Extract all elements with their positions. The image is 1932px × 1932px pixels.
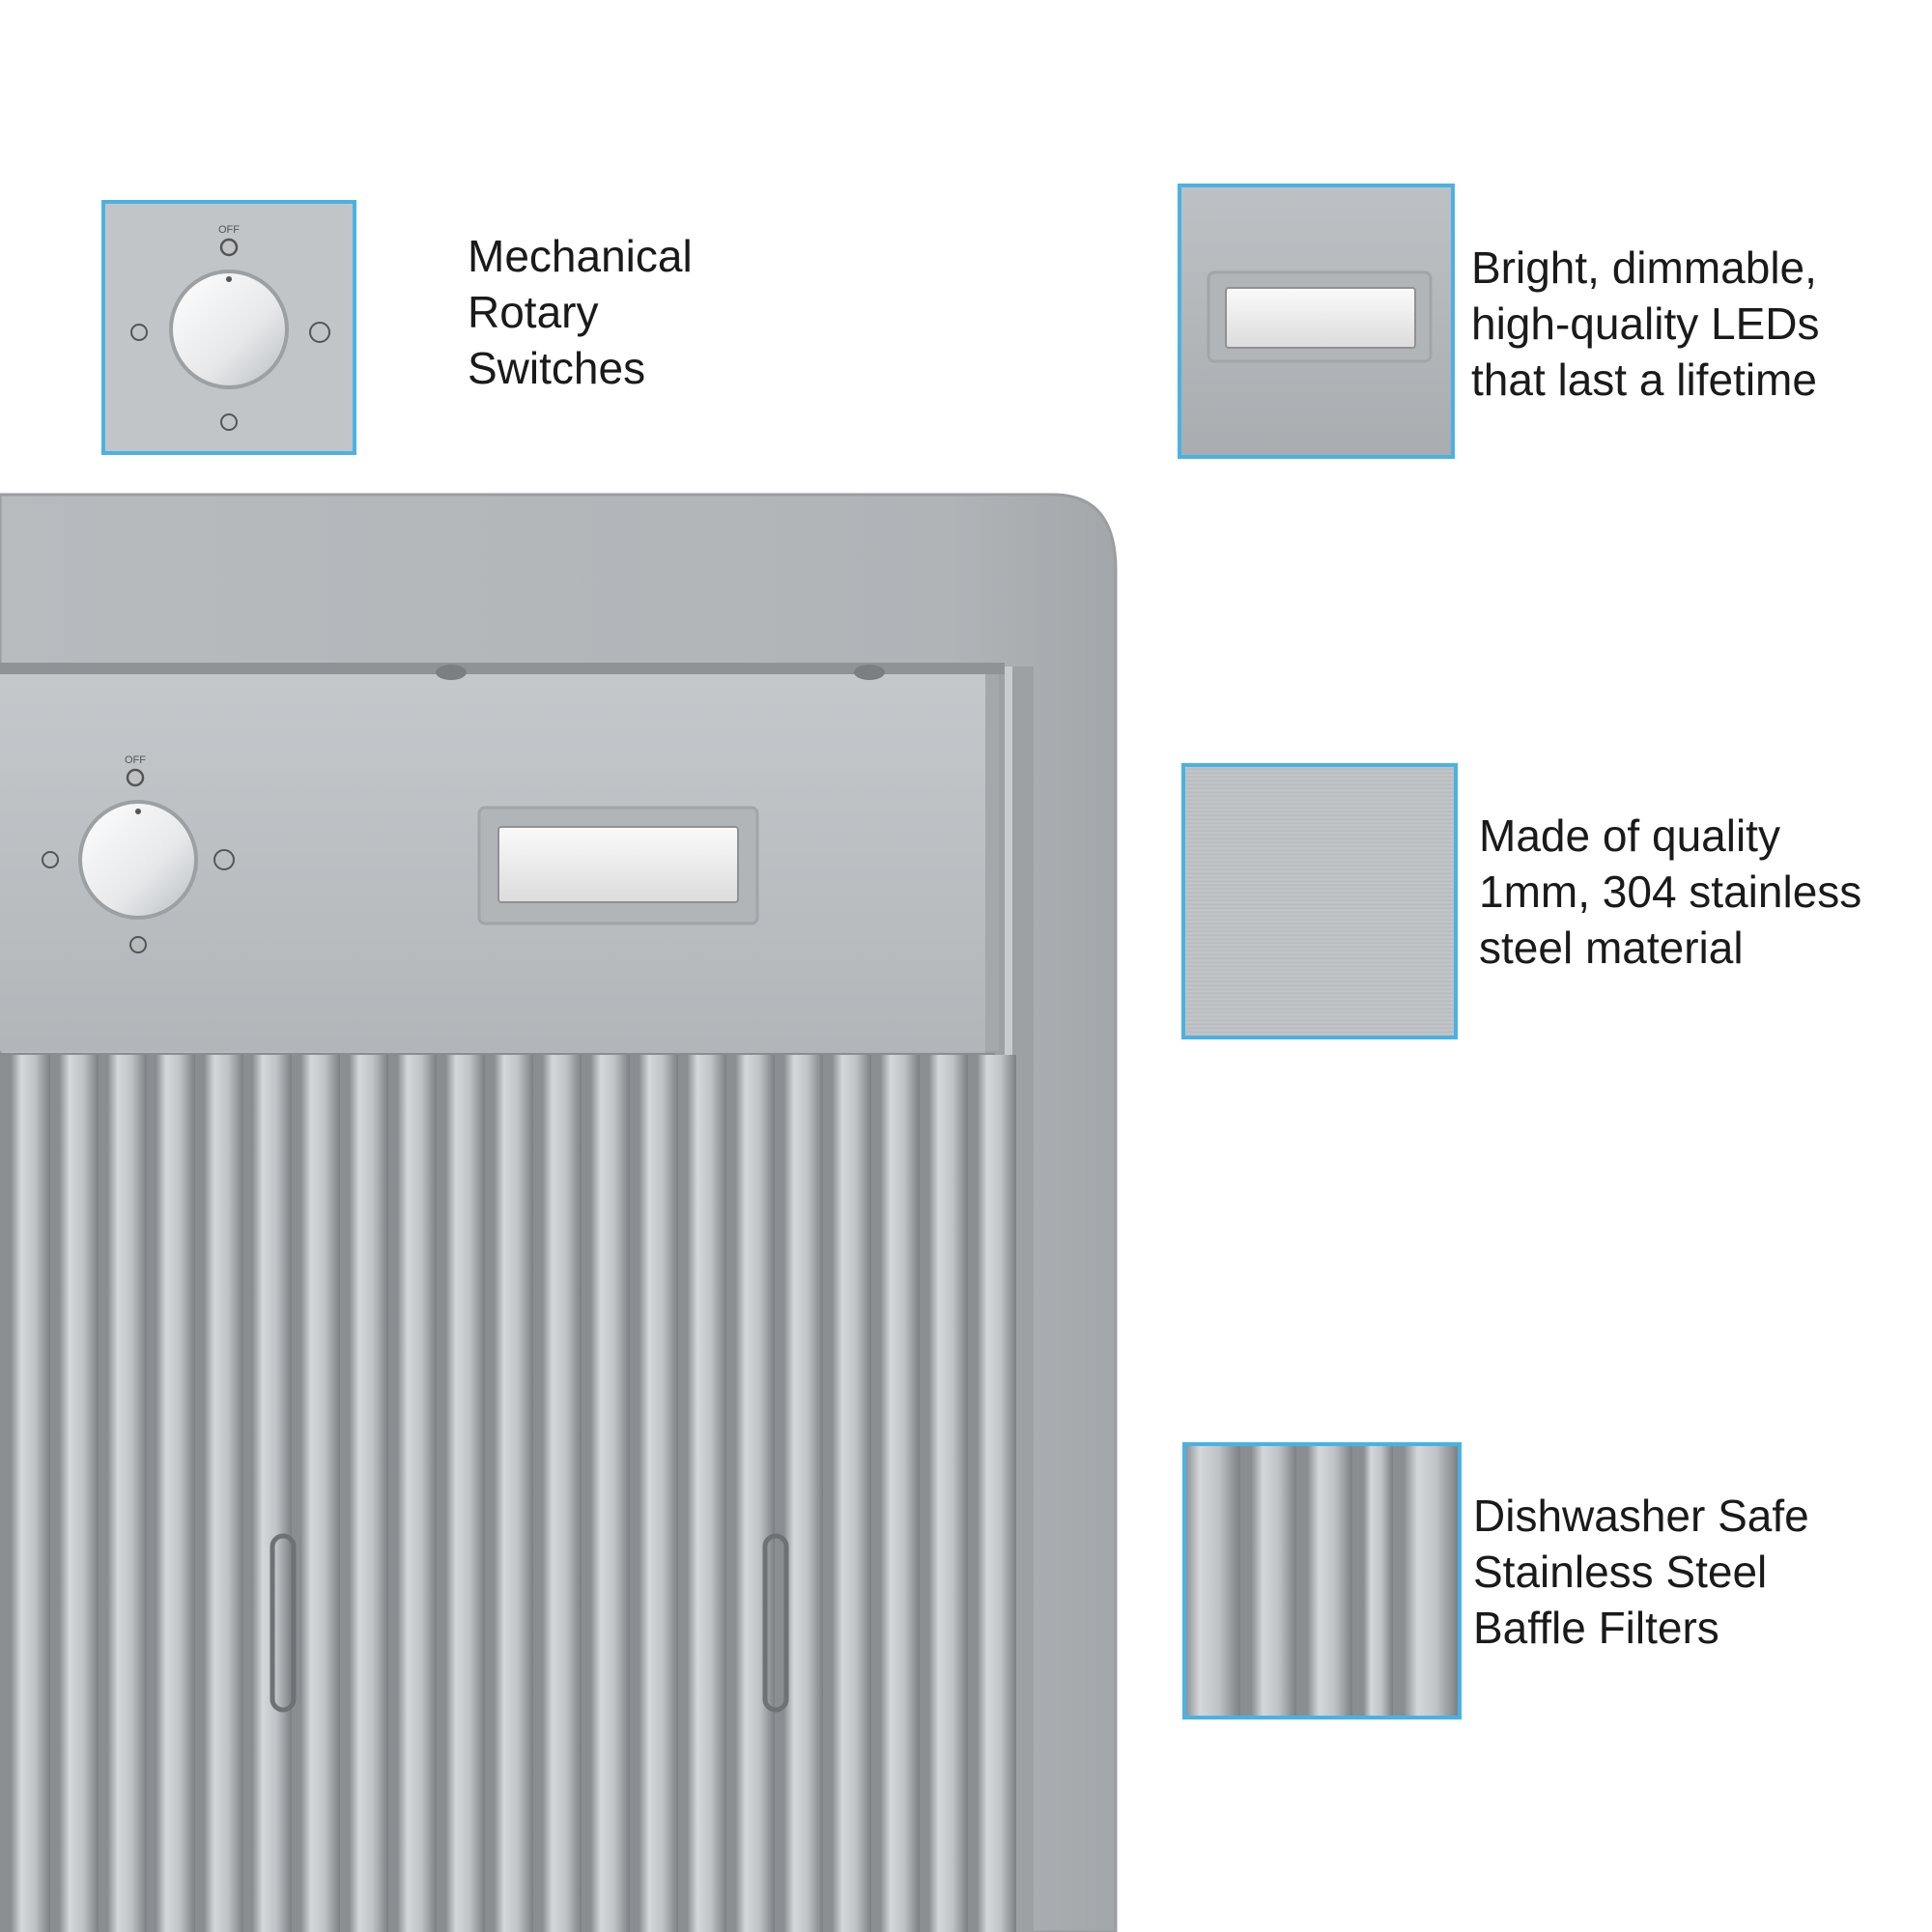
feature-caption-filter: Dishwasher Safe Stainless Steel Baffle F…	[1473, 1488, 1809, 1656]
feature-caption-led: Bright, dimmable, high-quality LEDs that…	[1471, 240, 1820, 408]
hood-rotary-knob-icon: OFF	[42, 754, 235, 953]
caption-line: Bright, dimmable,	[1471, 242, 1817, 293]
baffle-slat	[591, 1055, 630, 1932]
caption-line: Switches	[468, 343, 646, 393]
caption-line: Rotary	[468, 287, 599, 337]
baffle-slat	[543, 1055, 582, 1932]
baffle-slat	[688, 1055, 726, 1932]
feature-caption-rotary: Mechanical Rotary Switches	[468, 228, 693, 396]
baffle-slat	[639, 1055, 678, 1932]
led-light-thumbnail	[1178, 184, 1455, 459]
baffle-slat	[12, 1055, 50, 1932]
baffle-slat	[833, 1055, 871, 1932]
baffle-filter-thumbnail	[1182, 1442, 1462, 1719]
caption-line: high-quality LEDs	[1471, 298, 1820, 349]
baffle-slat	[108, 1055, 147, 1932]
rotary-switch-thumbnail: OFF	[101, 200, 356, 455]
feature-caption-steel: Made of quality 1mm, 304 stainless steel…	[1479, 808, 1861, 976]
baffle-slat	[784, 1055, 823, 1932]
caption-line: Mechanical	[468, 231, 693, 281]
baffle-slat	[398, 1055, 437, 1932]
caption-line: Dishwasher Safe	[1473, 1491, 1809, 1541]
baffle-slat	[205, 1055, 243, 1932]
caption-line: Stainless Steel	[1473, 1547, 1768, 1597]
caption-line: that last a lifetime	[1471, 355, 1817, 405]
baffle-slat	[446, 1055, 485, 1932]
thumb-off-label: OFF	[218, 224, 240, 236]
baffle-slat	[978, 1055, 1016, 1932]
baffle-slat	[929, 1055, 968, 1932]
caption-line: Made of quality	[1479, 810, 1780, 861]
baffle-slat	[495, 1055, 533, 1932]
hood-led-light-icon	[477, 806, 759, 925]
hood-off-label: OFF	[125, 754, 146, 766]
baffle-slat	[736, 1055, 775, 1932]
baffle-filter-icon	[1186, 1446, 1458, 1716]
stainless-steel-thumbnail	[1181, 763, 1458, 1039]
caption-line: steel material	[1479, 923, 1744, 973]
baffle-slat	[253, 1055, 292, 1932]
baffle-slat	[301, 1055, 340, 1932]
caption-line: Baffle Filters	[1473, 1603, 1719, 1653]
baffle-filter-slats	[12, 1055, 1016, 1932]
caption-line: 1mm, 304 stainless	[1479, 867, 1862, 917]
led-light-icon	[1207, 270, 1433, 363]
baffle-slat	[350, 1055, 388, 1932]
baffle-slat	[156, 1055, 195, 1932]
rotary-knob-icon: OFF	[105, 204, 353, 451]
baffle-slat	[881, 1055, 920, 1932]
baffle-slat	[60, 1055, 99, 1932]
